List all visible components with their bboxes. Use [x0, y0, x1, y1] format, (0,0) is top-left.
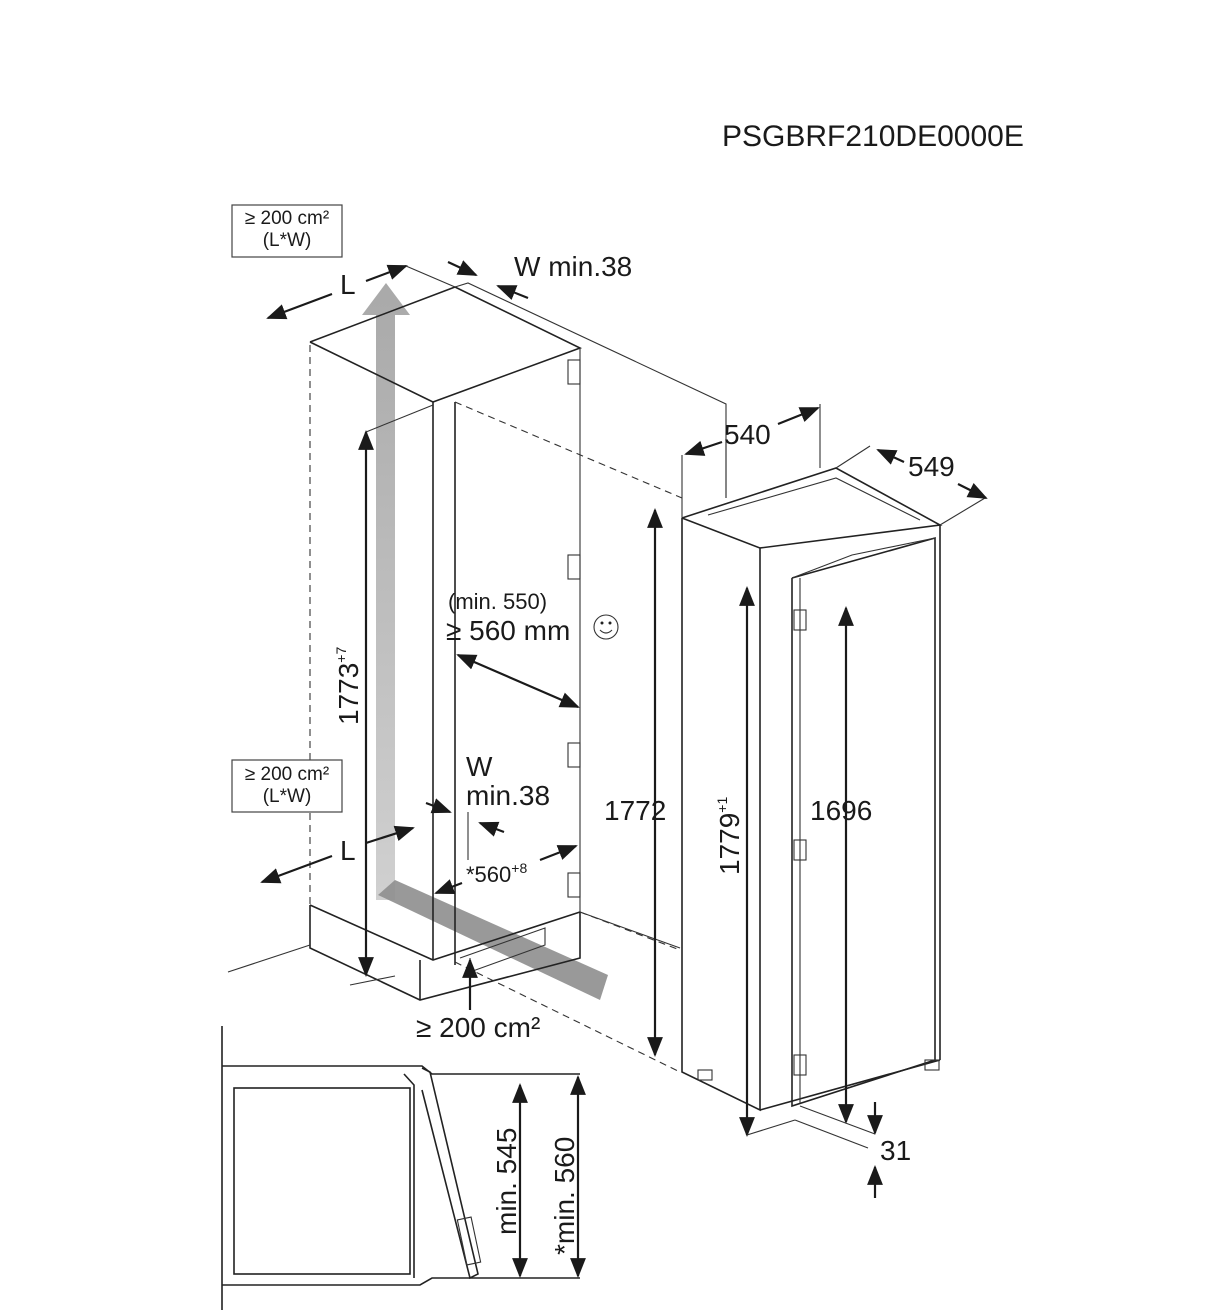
svg-text:549: 549: [908, 451, 955, 482]
dimension-L-top: L: [266, 264, 456, 320]
svg-text:1779+1: 1779+1: [714, 797, 745, 875]
svg-text:540: 540: [724, 419, 771, 450]
model-code: PSGBRF210DE0000E: [722, 120, 1024, 153]
dimension-door-height: 1696: [810, 606, 872, 1124]
dimension-depth: 549: [876, 449, 988, 499]
dimension-appliance-height: 1779+1: [714, 586, 796, 1137]
svg-text:31: 31: [880, 1135, 911, 1166]
svg-text:*min. 560: *min. 560: [549, 1137, 580, 1255]
door-hinge-icon: [793, 609, 807, 1076]
vent-label-mid: ≥ 200 cm² (L*W): [231, 759, 343, 813]
svg-text:(L*W): (L*W): [263, 230, 312, 251]
svg-text:L: L: [340, 269, 356, 300]
dimension-gap-bottom: W min.38: [425, 751, 550, 860]
svg-text:*560+8: *560+8: [466, 860, 527, 887]
dimension-gap-top: W min.38: [447, 251, 632, 300]
dimension-bottom-vent: ≥ 200 cm²: [416, 958, 540, 1043]
svg-text:1696: 1696: [810, 795, 872, 826]
svg-text:(min. 550): (min. 550): [448, 589, 547, 614]
dimension-niche-height: 1773+7: [333, 404, 434, 977]
svg-text:≥ 200 cm²: ≥ 200 cm²: [245, 208, 329, 229]
svg-text:≥ 560 mm: ≥ 560 mm: [446, 615, 570, 646]
svg-text:(L*W): (L*W): [263, 786, 312, 807]
dimension-niche-width: *560+8: [434, 844, 578, 895]
appliance-body: [681, 404, 986, 1112]
svg-text:1773+7: 1773+7: [333, 647, 364, 725]
svg-text:W: W: [466, 751, 493, 782]
svg-text:≥ 200 cm²: ≥ 200 cm²: [245, 764, 329, 785]
dimension-foot-offset: 31: [794, 1102, 911, 1198]
hinge-icon: [567, 359, 581, 898]
svg-text:min.38: min.38: [466, 780, 550, 811]
door-clearance-detail: min. 545 *min. 560: [221, 1026, 586, 1310]
smiley-icon: [593, 614, 619, 640]
vent-label-top: ≥ 200 cm² (L*W): [231, 204, 343, 258]
dimension-niche-depth: (min. 550) ≥ 560 mm: [446, 589, 619, 709]
svg-text:L: L: [340, 835, 356, 866]
svg-text:1772: 1772: [604, 795, 666, 826]
svg-text:W min.38: W min.38: [514, 251, 632, 282]
svg-text:≥ 200 cm²: ≥ 200 cm²: [416, 1012, 540, 1043]
dimension-width: 540: [684, 406, 820, 456]
dimension-height-total: 1772: [604, 508, 666, 1057]
cabinet-niche: [227, 282, 727, 1073]
svg-text:min. 545: min. 545: [491, 1128, 522, 1235]
dimension-L-bottom: L: [260, 825, 415, 884]
